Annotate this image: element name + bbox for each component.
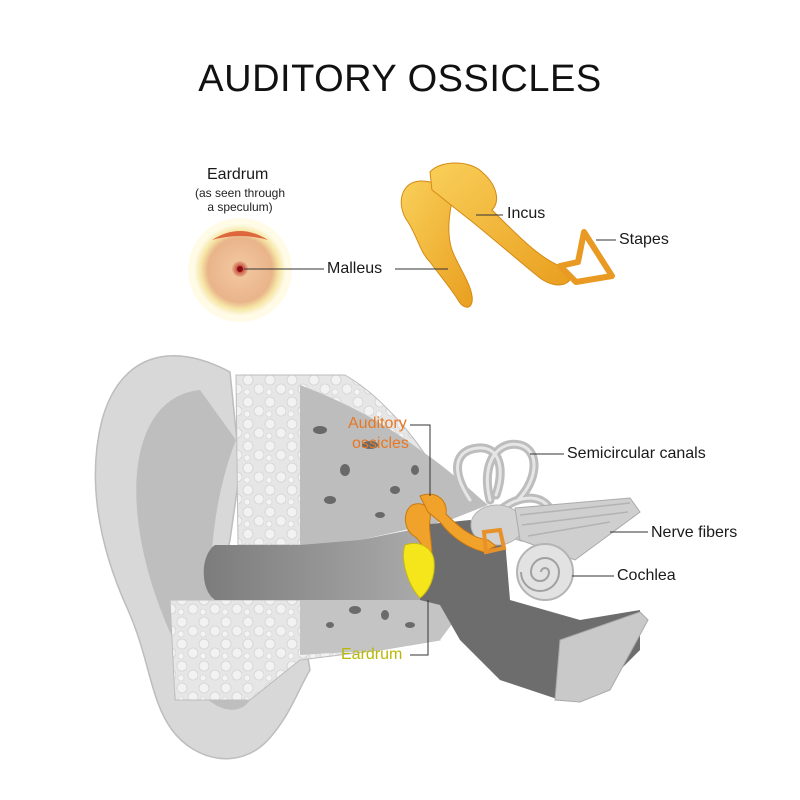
eardrum-heading: Eardrum — [207, 166, 269, 183]
eardrum-membrane — [403, 543, 435, 599]
malleus-label: Malleus — [327, 260, 383, 277]
stapes-bone — [557, 229, 615, 285]
ear-cross-section — [94, 355, 649, 760]
cochlea — [516, 543, 574, 601]
eardrum-label: Eardrum — [341, 646, 403, 663]
page-title: AUDITORY OSSICLES — [198, 58, 602, 100]
eardrum-speculum-view — [188, 218, 324, 322]
stapes-label: Stapes — [619, 231, 669, 248]
ear-canal — [203, 528, 420, 600]
incus-label: Incus — [507, 205, 546, 222]
ossicles-in-situ — [405, 493, 507, 557]
eustachian-tube — [554, 611, 649, 703]
auditory-ossicles-label-1: Auditory — [348, 415, 407, 432]
eardrum-note-1: (as seen through — [194, 186, 286, 200]
eardrum-note-2: a speculum) — [207, 200, 273, 214]
ossicles-chain — [395, 162, 616, 308]
nerve-fibers-label: Nerve fibers — [651, 524, 738, 541]
auditory-ossicles-label-2: ossicles — [352, 435, 409, 452]
cochlea-label: Cochlea — [617, 567, 676, 584]
semicircular-canals-label: Semicircular canals — [567, 445, 706, 462]
